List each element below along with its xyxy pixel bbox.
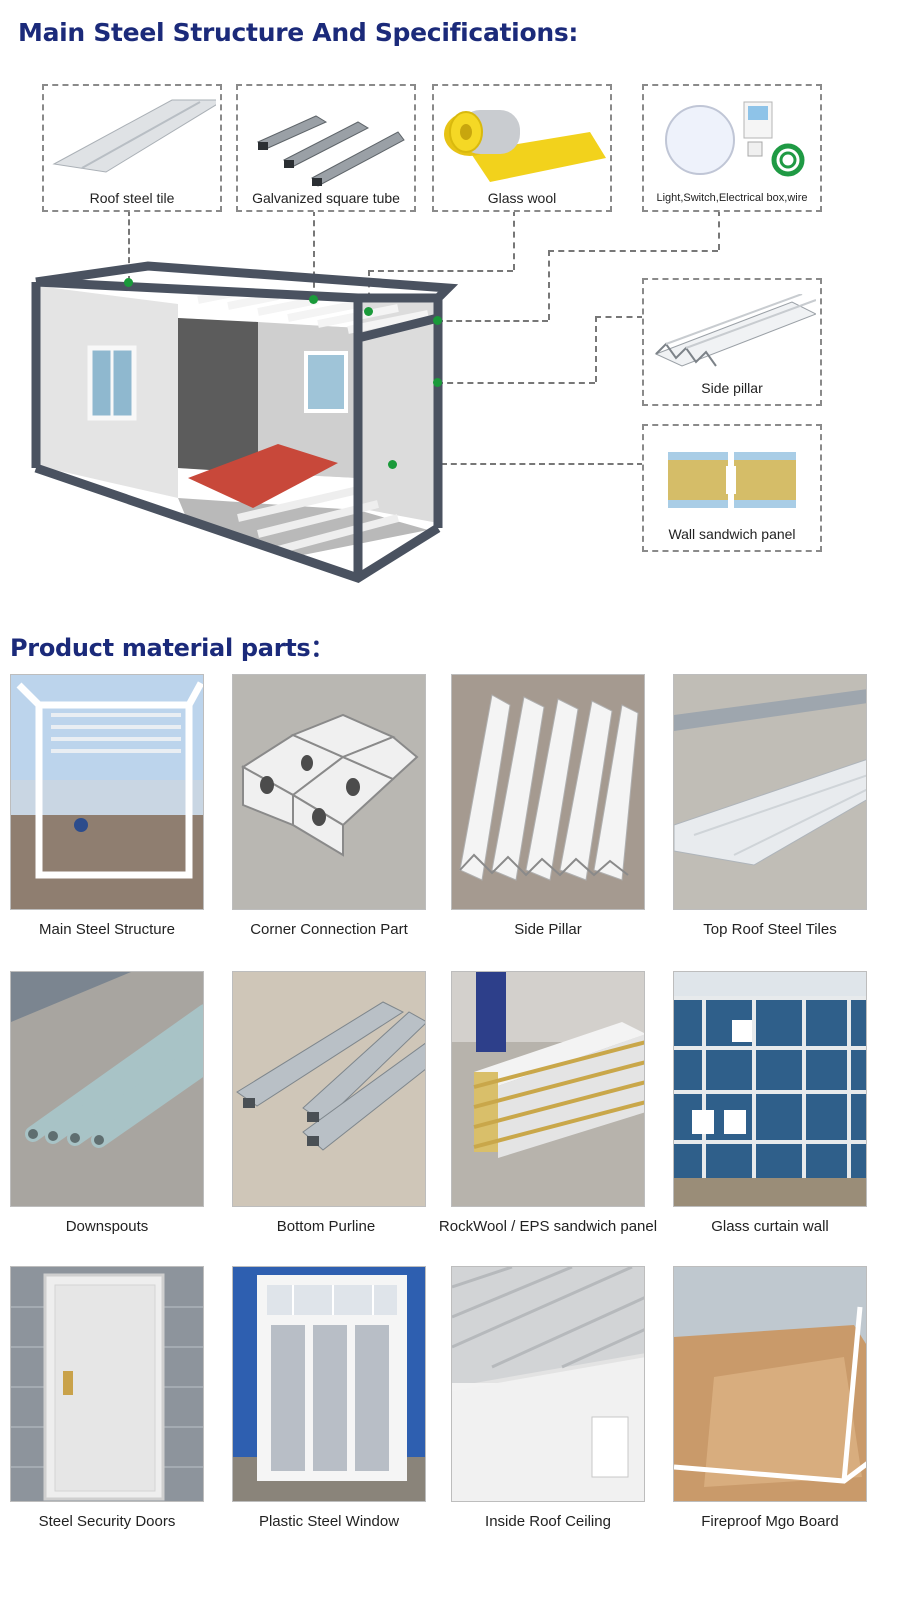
part-image-sandwich-panel — [451, 971, 645, 1207]
part-label: Fireproof Mgo Board — [701, 1513, 839, 1530]
part-label: Bottom Purline — [276, 1218, 376, 1235]
roof-tile-image — [52, 99, 216, 173]
marker-square-tube — [309, 295, 318, 304]
part-label: Main Steel Structure — [39, 921, 175, 938]
part-image-downspouts — [10, 971, 204, 1207]
part-label: Inside Roof Ceiling — [485, 1513, 611, 1530]
part-image-glass-curtain-wall — [673, 971, 867, 1207]
part-label: Corner Connection Part — [250, 921, 408, 938]
part-label: Plastic Steel Window — [258, 1513, 400, 1530]
part-image-side-pillar — [451, 674, 645, 910]
part-label: Top Roof Steel Tiles — [703, 921, 837, 938]
wall-panel-image — [668, 452, 796, 508]
spec-wall-sandwich-panel: Wall sandwich panel — [642, 424, 822, 552]
glass-wool-image — [444, 110, 606, 182]
part-label: Side Pillar — [514, 921, 582, 938]
spec-label: Glass wool — [487, 190, 557, 206]
section-title-structure: Main Steel Structure And Specifications: — [18, 18, 579, 47]
electrical-image — [665, 101, 805, 177]
part-image-corner-connection — [232, 674, 426, 910]
marker-side-pillar — [433, 378, 442, 387]
part-image-plastic-steel-window — [232, 1266, 426, 1502]
spec-label: Roof steel tile — [89, 190, 175, 206]
part-label: Glass curtain wall — [711, 1218, 829, 1235]
side-pillar-image — [654, 294, 816, 367]
spec-electrical: Light,Switch,Electrical box,wire — [642, 84, 822, 212]
part-image-roof-ceiling — [451, 1266, 645, 1502]
part-image-top-roof-tiles — [673, 674, 867, 910]
section-title-materials: Product material parts： — [10, 634, 335, 662]
part-label: Steel Security Doors — [38, 1513, 176, 1530]
part-image-bottom-purline — [232, 971, 426, 1207]
part-image-main-steel-structure — [10, 674, 204, 910]
part-label: Downspouts — [65, 1218, 149, 1235]
spec-label: Light,Switch,Electrical box,wire — [656, 192, 808, 204]
spec-label: Side pillar — [701, 380, 763, 396]
spec-galvanized-square-tube: Galvanized square tube — [236, 84, 416, 212]
spec-side-pillar: Side pillar — [642, 278, 822, 406]
marker-wall-panel — [388, 460, 397, 469]
container-illustration — [31, 261, 458, 583]
marker-electrical — [433, 316, 442, 325]
spec-glass-wool: Glass wool — [432, 84, 612, 212]
spec-label: Wall sandwich panel — [668, 526, 796, 542]
marker-roof-tile — [124, 278, 133, 287]
square-tube-image — [256, 115, 405, 187]
part-image-security-door — [10, 1266, 204, 1502]
part-image-mgo-board — [673, 1266, 867, 1502]
spec-label: Galvanized square tube — [252, 190, 400, 206]
spec-roof-steel-tile: Roof steel tile — [42, 84, 222, 212]
part-label: RockWool / EPS sandwich panel — [438, 1218, 658, 1235]
marker-glass-wool — [364, 307, 373, 316]
